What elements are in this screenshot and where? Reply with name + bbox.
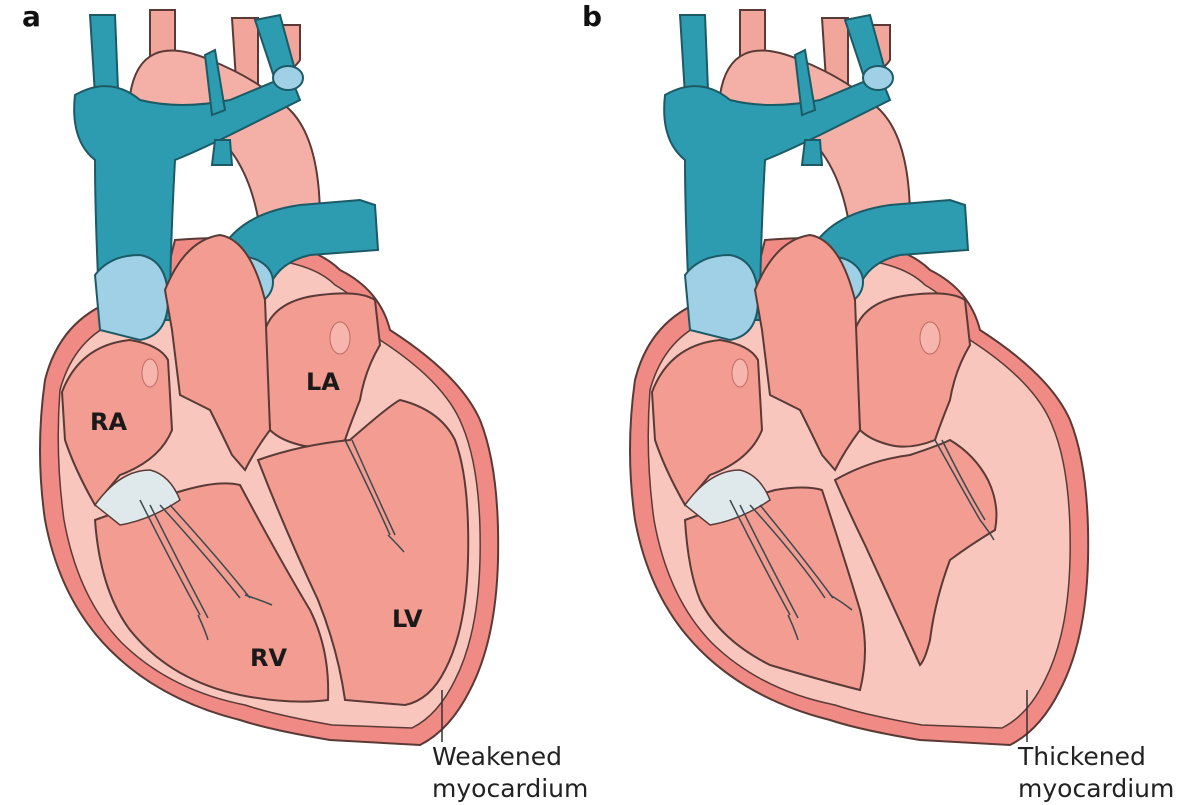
panel-letter: a (22, 0, 41, 33)
callout-weakened-line1: Weakened (432, 742, 562, 771)
panel-b: b (582, 0, 1174, 803)
panel-letter: b (582, 0, 602, 33)
label-la: LA (306, 368, 340, 396)
label-lv: LV (392, 605, 423, 633)
panel-a: a (22, 0, 588, 803)
callout-weakened-line2: myocardium (432, 774, 588, 803)
label-ra: RA (90, 408, 127, 436)
callout-thickened-line2: myocardium (1018, 774, 1174, 803)
callout-thickened-line1: Thickened (1017, 742, 1146, 771)
label-rv: RV (250, 644, 287, 672)
